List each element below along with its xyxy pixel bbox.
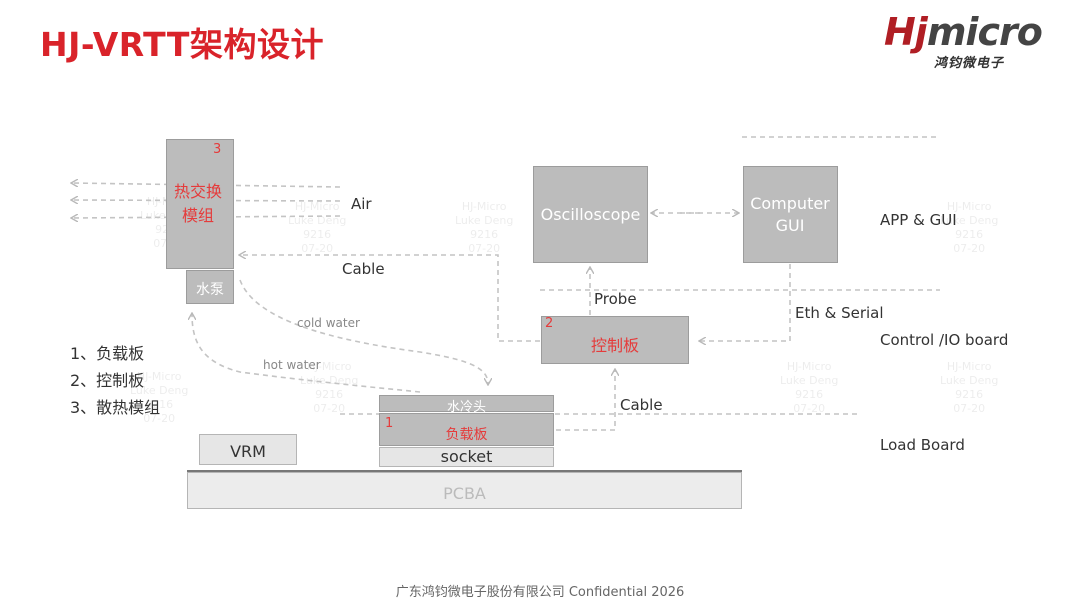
pcba-label: PCBA — [443, 484, 486, 503]
probe-label: Probe — [594, 290, 637, 308]
module-number-3: 3 — [213, 142, 222, 157]
pcba-top-edge — [187, 470, 742, 472]
module-number-2: 2 — [545, 316, 554, 331]
cable-label-bottom: Cable — [620, 396, 663, 414]
legend: 1、负载板 2、控制板 3、散热模组 — [70, 340, 160, 421]
pump-module — [186, 270, 234, 304]
socket-box — [379, 447, 554, 467]
cold-plate-label: 水冷头 — [446, 400, 486, 415]
cold-water-label: cold water — [297, 316, 360, 330]
company-logo: Hjmicro 鸿钧微电子 — [876, 10, 1066, 72]
footer-confidential: 广东鸿钧微电子股份有限公司 Confidential 2026 — [395, 585, 685, 600]
logo-brand: Hjmicro — [884, 10, 1043, 54]
cold-plate-box — [379, 395, 554, 412]
heat-exchanger-label: 热交换模组 — [173, 182, 222, 225]
layer-app-gui: APP & GUI — [880, 211, 957, 229]
oscilloscope-box — [533, 166, 648, 263]
layer-load-board: Load Board — [880, 436, 965, 454]
eth-serial-label: Eth & Serial — [795, 304, 884, 322]
legend-item: 3、散热模组 — [70, 398, 161, 417]
vrm-box — [199, 434, 297, 465]
legend-item: 1、负载板 — [70, 344, 145, 363]
module-number-1: 1 — [385, 416, 394, 431]
computer-gui-label: Computer GUI — [750, 194, 830, 235]
socket-label: socket — [440, 447, 493, 466]
cable-label-top: Cable — [342, 260, 385, 278]
pump-label: 水泵 — [196, 282, 224, 298]
heat-exchanger-module — [166, 139, 234, 269]
pcba-box — [187, 472, 742, 509]
logo-brand-cn: 鸿钧微电子 — [934, 56, 1005, 71]
control-board-box — [541, 316, 689, 364]
computer-gui-box — [743, 166, 838, 263]
legend-item: 2、控制板 — [70, 371, 145, 390]
hot-water-label: hot water — [263, 358, 321, 372]
layer-control-io: Control /IO board — [880, 331, 1009, 349]
control-board-label: 控制板 — [590, 336, 639, 355]
load-board-label: 负载板 — [445, 427, 488, 443]
page-title: HJ-VRTT架构设计 — [40, 25, 324, 64]
load-board-box — [379, 413, 554, 446]
air-label: Air — [351, 195, 372, 213]
vrm-label: VRM — [230, 442, 266, 461]
oscilloscope-label: Oscilloscope — [540, 205, 641, 224]
